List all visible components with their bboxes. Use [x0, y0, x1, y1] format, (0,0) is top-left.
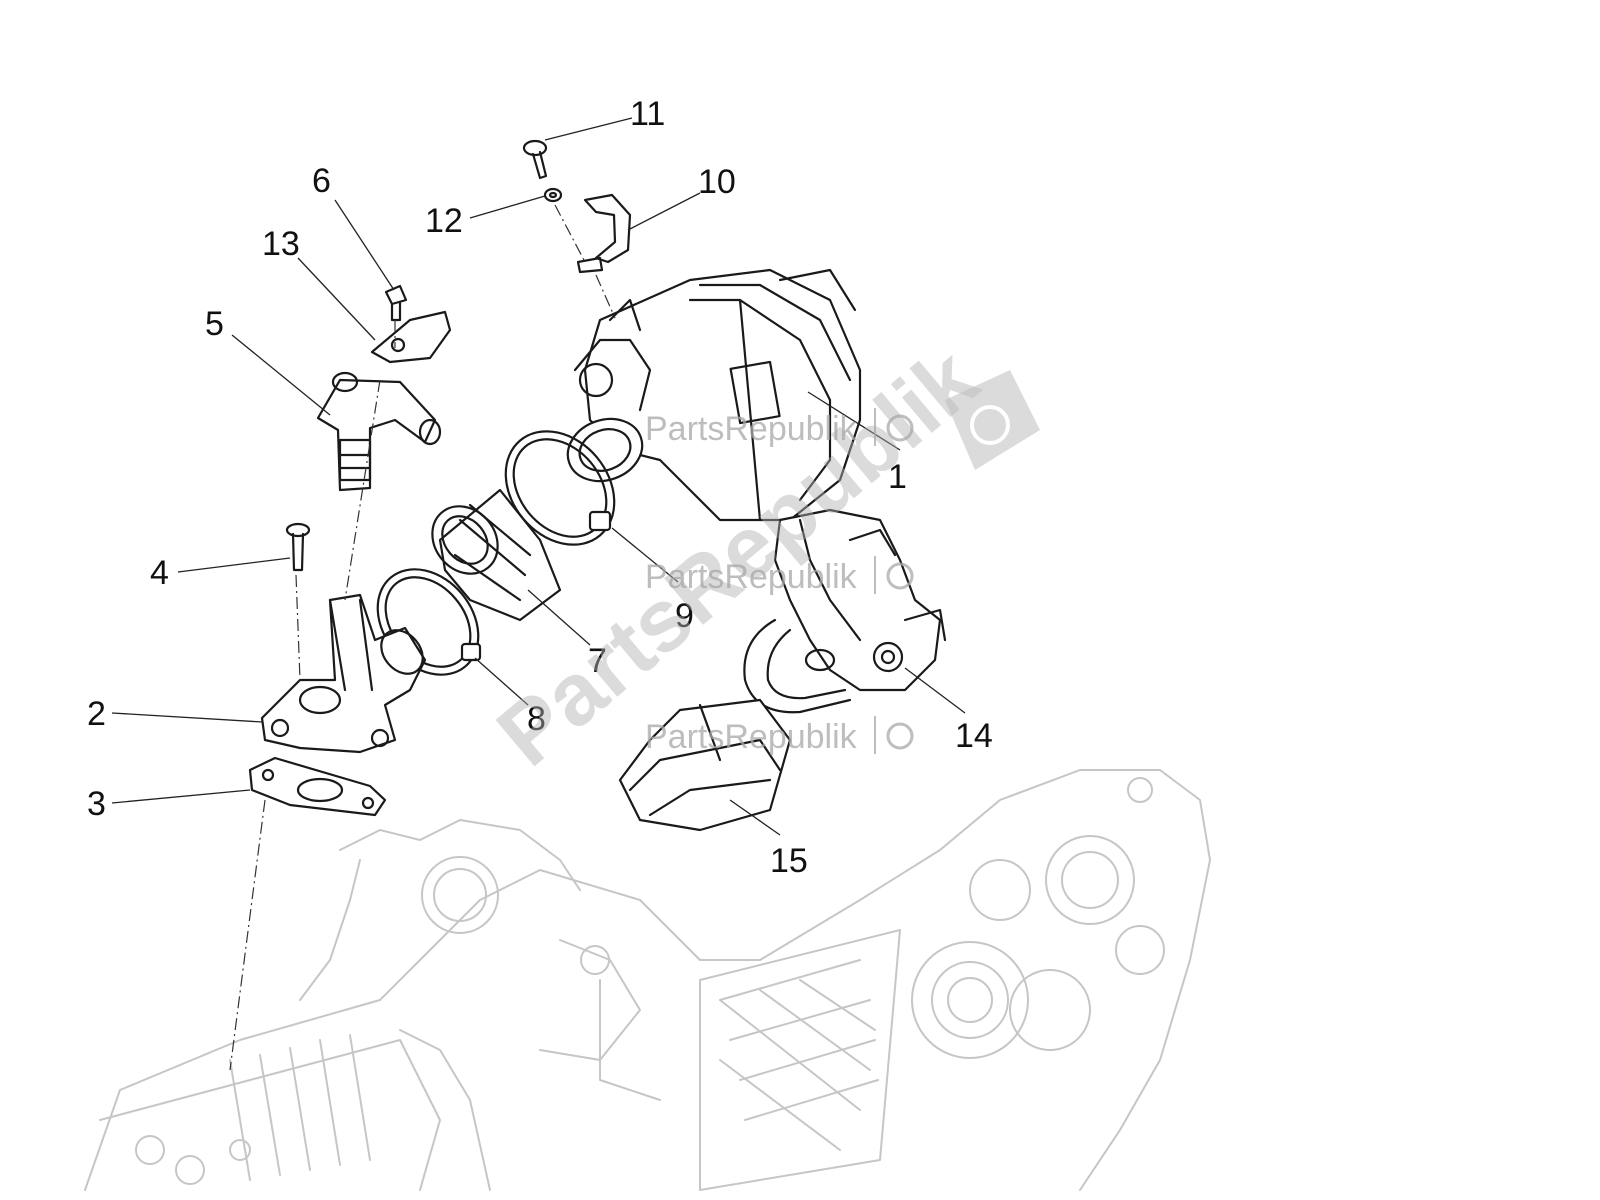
throttle-body-alt — [743, 508, 947, 714]
screw-strap — [522, 139, 548, 180]
watermark-text-1: PartsRepublik — [645, 410, 858, 448]
hose-clamp-upper — [504, 430, 616, 546]
gear-icon — [886, 414, 914, 442]
watermark-text-2: PartsRepublik — [645, 558, 858, 596]
callout-2: 2 — [87, 695, 106, 733]
callout-10: 10 — [698, 163, 736, 201]
watermark-text-3: PartsRepublik — [645, 718, 858, 756]
gear-icon — [886, 722, 914, 750]
injector-bracket — [370, 310, 452, 364]
assembly-axes — [229, 204, 616, 1071]
strap-bracket — [576, 193, 632, 274]
gear-icon — [886, 562, 914, 590]
callout-8: 8 — [527, 700, 546, 738]
callout-labels: 1 2 3 4 5 6 7 8 9 10 11 12 13 14 15 — [87, 95, 993, 880]
callout-1: 1 — [888, 458, 907, 496]
callout-9: 9 — [675, 597, 694, 635]
callout-11: 11 — [630, 95, 665, 133]
callout-15: 15 — [770, 842, 808, 880]
screw-manifold — [285, 522, 311, 572]
leader-lines — [111, 117, 966, 836]
bolt-bracket — [384, 284, 408, 322]
intake-manifold — [260, 593, 427, 754]
callout-5: 5 — [205, 305, 224, 343]
callout-4: 4 — [150, 554, 169, 592]
callout-7: 7 — [588, 642, 607, 680]
intake-sleeve — [431, 488, 562, 622]
intake-coupling — [618, 698, 792, 832]
fuel-injector — [316, 371, 442, 492]
callout-13: 13 — [262, 225, 300, 263]
washer — [543, 187, 563, 203]
engine-crankcase-ghost — [84, 769, 1211, 1191]
watermark-flag-icon — [945, 370, 1040, 470]
manifold-gasket — [248, 756, 387, 817]
gear-icon — [970, 405, 1010, 445]
watermark-row-1: PartsRepublik — [645, 408, 914, 448]
callout-14: 14 — [955, 717, 993, 755]
throttle-body — [566, 268, 862, 522]
callout-12: 12 — [425, 202, 463, 240]
callout-3: 3 — [87, 785, 106, 823]
watermark-row-2: PartsRepublik — [645, 556, 914, 596]
watermark-row-3: PartsRepublik — [645, 716, 914, 756]
callout-6: 6 — [312, 162, 331, 200]
